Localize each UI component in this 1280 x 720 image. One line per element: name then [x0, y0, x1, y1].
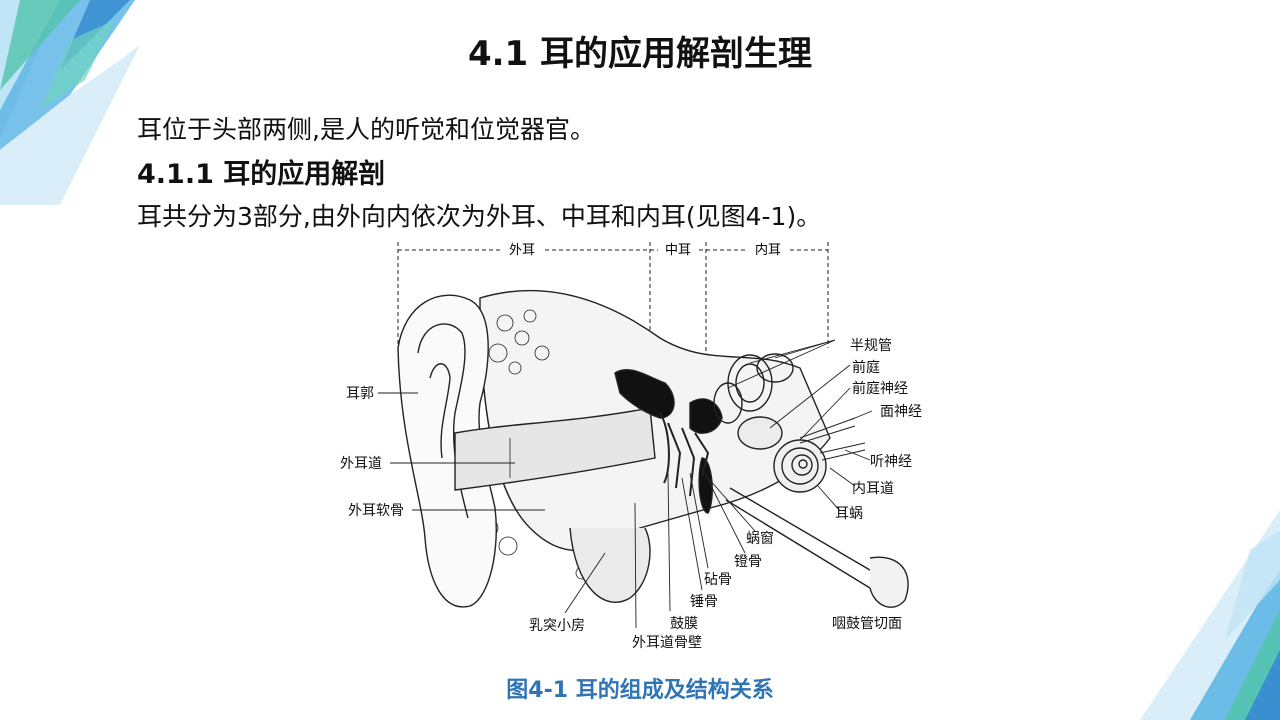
- ear-parts-text: 耳共分为3部分,由外向内依次为外耳、中耳和内耳(见图4-1)。: [137, 202, 822, 231]
- label-malleus: 锤骨: [690, 594, 718, 610]
- slide-title: 4.1 耳的应用解剖生理: [467, 34, 813, 74]
- label-int-canal: 内耳道: [852, 481, 894, 497]
- label-mastoid-cells: 乳突小房: [529, 618, 585, 634]
- label-semicircular: 半规管: [850, 338, 892, 354]
- label-vestibular-nerve: 前庭神经: [852, 380, 908, 397]
- label-auditory-nerve: 听神经: [870, 454, 912, 470]
- label-incus: 砧骨: [704, 572, 732, 588]
- label-canal-bone-wall: 外耳道骨壁: [632, 635, 702, 651]
- ear-drawing: [397, 289, 909, 608]
- label-ext-canal: 外耳道: [340, 456, 382, 472]
- region-inner-label: 内耳: [755, 242, 781, 258]
- bottom-right-decoration: [1140, 510, 1280, 720]
- label-vestibule: 前庭: [852, 359, 880, 376]
- section-heading: 4.1.1 耳的应用解剖: [137, 159, 386, 190]
- label-ext-cartilage: 外耳软骨: [348, 503, 404, 519]
- label-cochlear-window: 蜗窗: [746, 530, 774, 547]
- label-stapes: 镫骨: [734, 554, 762, 570]
- figure-caption: 图4-1 耳的组成及结构关系: [506, 678, 774, 703]
- top-left-decoration: [0, 0, 140, 205]
- label-facial-nerve: 面神经: [880, 404, 922, 420]
- ear-anatomy-illustration: 外耳 中耳 内耳: [340, 240, 922, 651]
- label-eustachian-section: 咽鼓管切面: [832, 616, 902, 632]
- region-middle-label: 中耳: [665, 243, 691, 258]
- label-eardrum: 鼓膜: [670, 616, 698, 632]
- label-auricle: 耳郭: [346, 385, 374, 402]
- label-cochlea: 耳蜗: [835, 506, 863, 522]
- region-outer-label: 外耳: [509, 243, 535, 258]
- intro-text: 耳位于头部两侧,是人的听觉和位觉器官。: [137, 115, 595, 144]
- ear-anatomy-figure: 外耳 中耳 内耳: [330, 228, 940, 668]
